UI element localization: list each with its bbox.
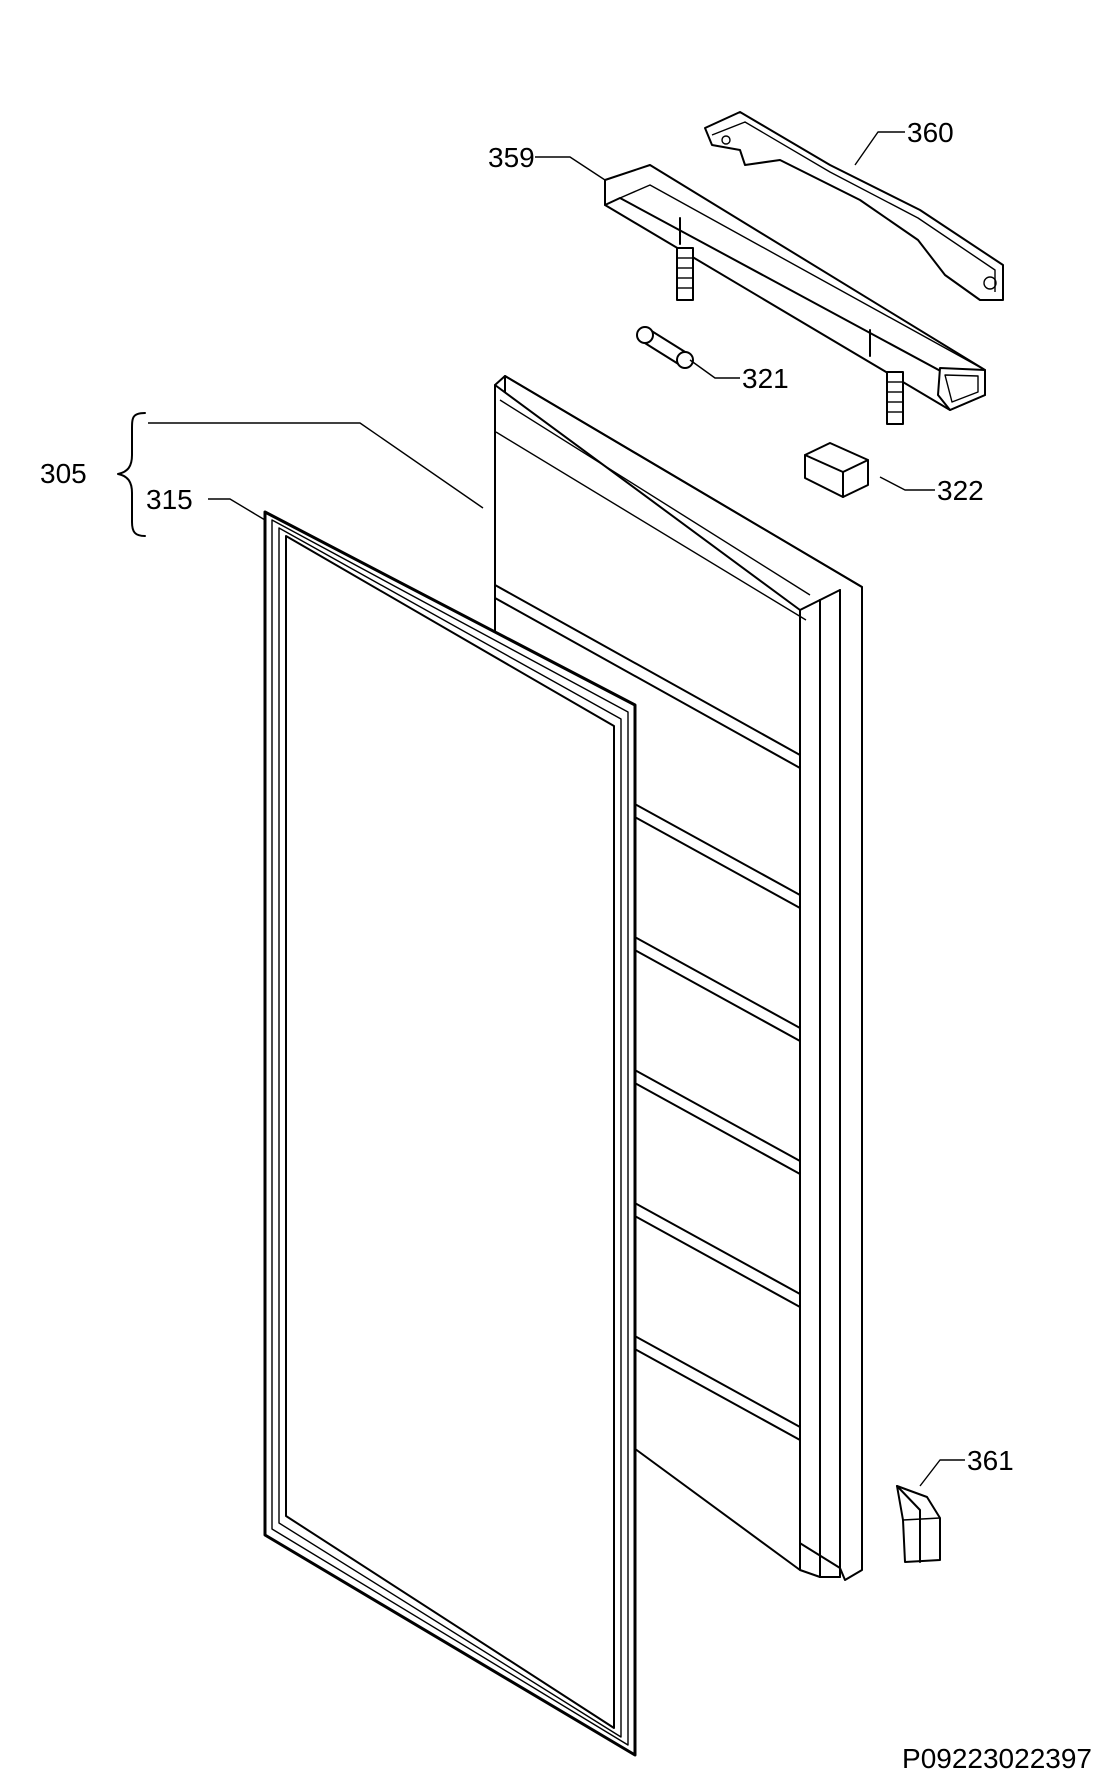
hinge-peg: [886, 371, 904, 425]
callout-321: 321: [742, 363, 789, 394]
brace-305: [117, 412, 146, 537]
hinge-peg: [676, 247, 694, 301]
leader-359: [535, 156, 606, 181]
callout-360: 360: [907, 117, 954, 148]
leader-lines: [117, 131, 965, 1487]
callout-322: 322: [937, 475, 984, 506]
door-stop-block: [804, 442, 869, 498]
leader-361: [919, 1459, 965, 1487]
leader-321: [689, 359, 740, 379]
door-gasket: [263, 510, 637, 1757]
callout-305: 305: [40, 458, 87, 489]
leader-315: [208, 498, 266, 521]
hinge-bracket: [704, 111, 1004, 301]
leader-322: [879, 476, 935, 491]
callout-315: 315: [146, 484, 193, 515]
leader-360: [854, 131, 905, 166]
drawing-code: P09223022397: [902, 1743, 1092, 1774]
door-clip: [896, 1485, 941, 1563]
callout-labels: 359 360 321 305 315 322 361 P09223022397: [40, 117, 1092, 1774]
callout-359: 359: [488, 142, 535, 173]
hinge-pin: [636, 326, 694, 369]
leader-door-panel: [148, 422, 484, 509]
callout-361: 361: [967, 1445, 1014, 1476]
hinge-cover: [604, 164, 986, 425]
